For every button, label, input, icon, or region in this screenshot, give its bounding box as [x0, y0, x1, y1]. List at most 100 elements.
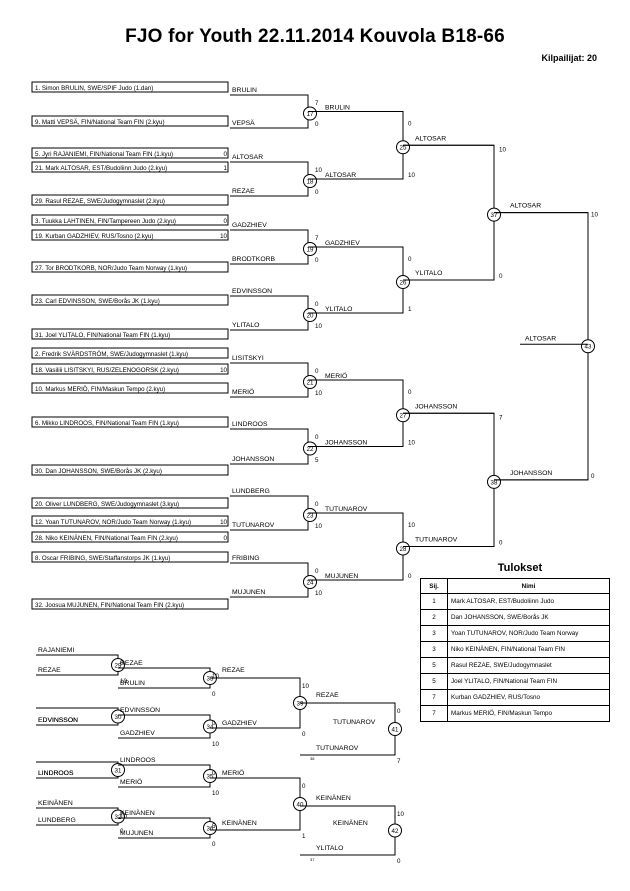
score: 5 [315, 457, 319, 464]
slot-label: LUNDBERG [232, 488, 270, 495]
match-circle [203, 769, 217, 783]
result-name: Kurban GADZHIEV, RUS/Tosno [447, 689, 610, 706]
match-number: 30 [115, 714, 122, 721]
result-place: 7 [420, 705, 448, 722]
winner-label: REZAE [316, 692, 339, 699]
entry-name: 20. Oliver LUNDBERG, SWE/Judogymnaslet (… [35, 501, 179, 508]
score: 0 [408, 573, 412, 580]
entry-box [31, 416, 229, 428]
match-circle [396, 408, 410, 423]
score: 0 [499, 540, 503, 547]
winner-label: JOHANSSON [325, 440, 367, 447]
match-circle [487, 207, 501, 222]
match-circle [396, 140, 410, 155]
slot-label: JOHANSSON [232, 456, 274, 463]
entry-box [31, 464, 229, 476]
entry-name: 1. Simon BRULIN, SWE/SPIF Judo (1.dan) [35, 85, 153, 92]
score: 1 [408, 306, 412, 313]
winner-label: YLITALO [415, 270, 442, 277]
slot-label: KEINÄNEN [120, 809, 155, 817]
result-name: Markus MERIÖ, FIN/Maskun Tempo [447, 705, 610, 722]
entry-box [31, 261, 229, 273]
score: 0 [302, 783, 306, 790]
winner-label: MUJUNEN [325, 573, 358, 580]
winner-label: GADZHIEV [222, 720, 257, 727]
result-place: 3 [420, 641, 448, 658]
entry-box [31, 294, 229, 306]
winner-label: YLITALO [325, 306, 352, 313]
entry-name: 27. Tor BRODTKORB, NOR/Judo Team Norway … [35, 265, 187, 272]
score: 10 [397, 811, 404, 818]
score: 10 [302, 683, 309, 690]
bracket-line [494, 212, 589, 481]
entry-score: 0 [224, 218, 228, 225]
slot-label: MUJUNEN [232, 589, 265, 596]
score: 0 [315, 301, 319, 308]
score: 1 [302, 833, 306, 840]
score: 0 [408, 121, 412, 128]
result-place: 7 [420, 689, 448, 706]
entry-score: 0 [224, 535, 228, 542]
winner-label: MERIÖ [325, 372, 347, 380]
entry-name: 9. Matti VEPSÄ, FIN/National Team FIN (2… [35, 119, 165, 126]
entry-score: 10 [220, 233, 227, 240]
score: 7 [499, 414, 503, 421]
score: 10 [591, 212, 598, 219]
entry-box [31, 515, 229, 527]
score: 7 [397, 758, 401, 765]
match-circle [396, 275, 410, 289]
score: 0 [408, 256, 412, 263]
winner-label: KEINÄNEN [316, 794, 351, 802]
winner-label: REZAE [222, 667, 245, 674]
entry-score: 1 [224, 165, 228, 172]
match-circle [203, 821, 217, 835]
slot-label: REZAE [38, 667, 61, 674]
entry-name: 12. Yoan TUTUNAROV, NOR/Judo Team Norway… [35, 519, 191, 526]
entry-box [31, 81, 229, 93]
score: 10 [499, 146, 506, 153]
match-circle [303, 174, 317, 188]
score: 10 [315, 323, 322, 330]
results-title: Tulokset [497, 562, 543, 574]
slot-label: LUNDBERG [38, 817, 76, 824]
slot-label: LINDROOS [232, 421, 268, 428]
winner-label: JOHANSSON [415, 403, 457, 410]
slot-label: GADZHIEV [232, 222, 267, 229]
entry-name: 3. Tuukka LAHTINEN, FIN/Tampereen Judo (… [35, 218, 176, 225]
entry-score: 0 [224, 151, 228, 158]
result-name: Dan JOHANSSON, SWE/Borås JK [447, 609, 610, 626]
result-name: Yoan TUTUNAROV, NOR/Judo Team Norway [447, 625, 610, 642]
score: 10 [315, 523, 322, 530]
entry-box [31, 382, 229, 394]
entry-name: 5. Jyri RAJANIEMI, FIN/National Team FIN… [35, 151, 173, 158]
winner-label: TUTUNAROV [415, 537, 458, 544]
score: 10 [212, 673, 219, 680]
score: 0 [120, 828, 124, 835]
slot-label: EDVINSSON [38, 717, 78, 724]
match-circle [303, 508, 317, 522]
slot-label: YLITALO [232, 322, 259, 329]
entry-box [31, 328, 229, 340]
slot-label: BRULIN [120, 680, 145, 687]
result-name: Joel YLITALO, FIN/National Team FIN [447, 673, 610, 690]
score: 10 [408, 440, 415, 447]
score: 0 [212, 691, 216, 698]
entry-box [31, 115, 229, 127]
slot-label: LINDROOS [120, 757, 156, 764]
entry-name: 28. Niko KEINÄNEN, FIN/National Team FIN… [35, 535, 178, 542]
slot-label: ALTOSAR [232, 154, 263, 161]
score: 10 [212, 790, 219, 797]
match-circle [487, 474, 501, 489]
winner-label: TUTUNAROV [325, 506, 368, 513]
score: 0 [212, 720, 216, 727]
entry-score: 10 [220, 519, 227, 526]
entry-name: 10. Markus MERIÖ, FIN/Maskun Tempo (2.ky… [35, 386, 165, 393]
entry-name: 29. Rasul REZAE, SWE/Judogymnaslet (2.ky… [35, 198, 165, 205]
winner-label: ALTOSAR [510, 203, 541, 210]
